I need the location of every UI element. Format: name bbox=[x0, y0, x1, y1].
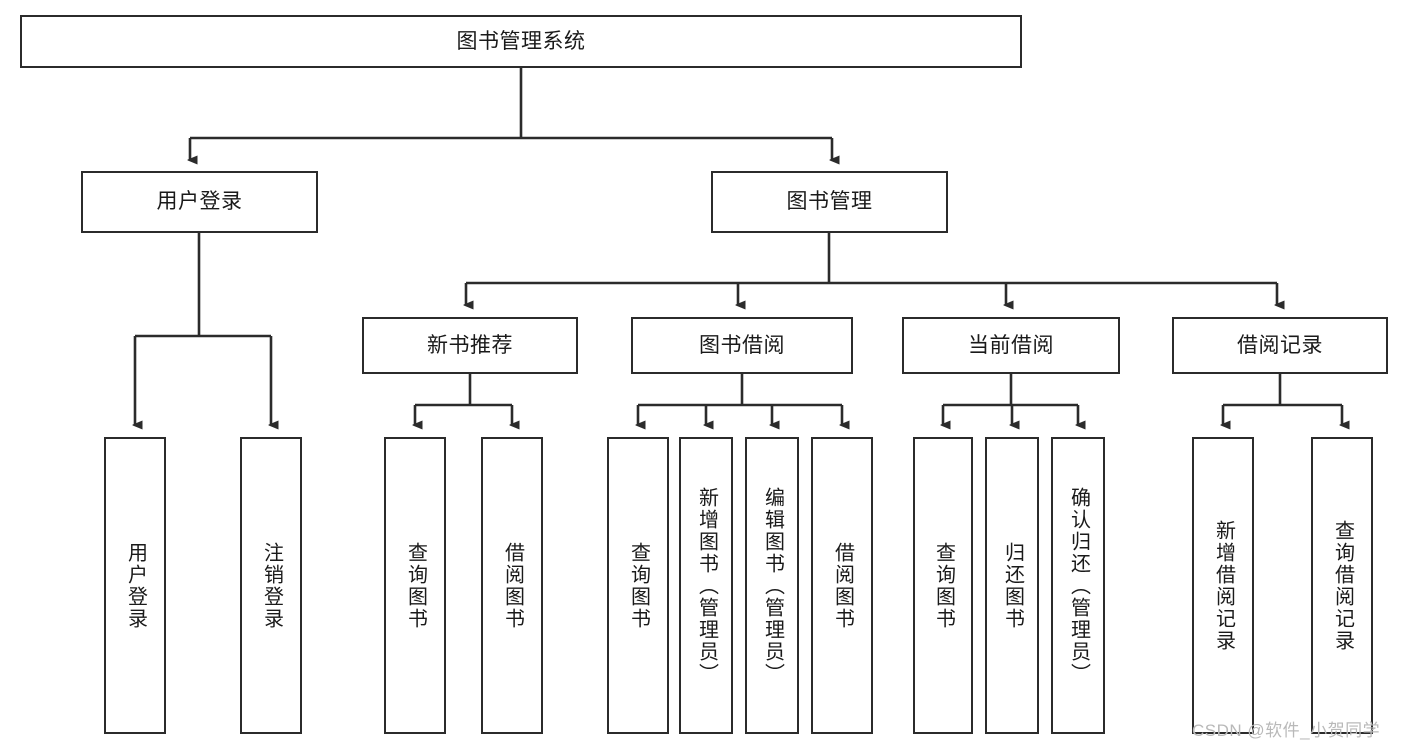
node-label: 借阅记录 bbox=[1237, 333, 1323, 357]
node-user-logout[interactable]: 注销登录 bbox=[240, 437, 302, 734]
node-label: 归还图书 bbox=[1001, 541, 1024, 630]
node-user-login[interactable]: 用户登录 bbox=[81, 171, 318, 233]
node-label: 借阅图书 bbox=[831, 541, 854, 630]
node-current-borrow[interactable]: 当前借阅 bbox=[902, 317, 1120, 374]
node-label: 用户登录 bbox=[124, 541, 147, 630]
node-label: 新增借阅记录 bbox=[1212, 519, 1235, 652]
node-label: 借阅图书 bbox=[501, 541, 524, 630]
node-label: 新增图书（管理员） bbox=[695, 486, 718, 685]
node-label: 查询图书 bbox=[404, 541, 427, 630]
node-query-book-recommend[interactable]: 查询图书 bbox=[384, 437, 446, 734]
node-borrow-book-recommend[interactable]: 借阅图书 bbox=[481, 437, 543, 734]
node-query-book-borrow[interactable]: 查询图书 bbox=[607, 437, 669, 734]
node-borrow-book[interactable]: 借阅图书 bbox=[811, 437, 873, 734]
node-label: 用户登录 bbox=[156, 190, 243, 214]
node-root-system[interactable]: 图书管理系统 bbox=[20, 15, 1022, 68]
node-user-login-do[interactable]: 用户登录 bbox=[104, 437, 166, 734]
node-label: 当前借阅 bbox=[968, 333, 1054, 357]
node-book-manage[interactable]: 图书管理 bbox=[711, 171, 948, 233]
node-label: 编辑图书（管理员） bbox=[761, 486, 784, 685]
node-new-book-recommend[interactable]: 新书推荐 bbox=[362, 317, 578, 374]
node-book-borrow[interactable]: 图书借阅 bbox=[631, 317, 853, 374]
node-query-borrow-record[interactable]: 查询借阅记录 bbox=[1311, 437, 1373, 734]
node-edit-book-admin[interactable]: 编辑图书（管理员） bbox=[745, 437, 799, 734]
node-label: 新书推荐 bbox=[427, 333, 513, 357]
watermark: CSDN @软件_小贺同学 bbox=[1192, 721, 1381, 740]
node-label: 查询借阅记录 bbox=[1331, 519, 1354, 652]
node-label: 图书管理系统 bbox=[456, 29, 586, 53]
node-query-book-current[interactable]: 查询图书 bbox=[913, 437, 973, 734]
node-label: 图书管理 bbox=[786, 190, 873, 214]
node-label: 查询图书 bbox=[932, 541, 955, 630]
node-label: 查询图书 bbox=[627, 541, 650, 630]
node-borrow-record[interactable]: 借阅记录 bbox=[1172, 317, 1388, 374]
node-label: 注销登录 bbox=[260, 541, 283, 630]
node-label: 确认归还（管理员） bbox=[1067, 486, 1090, 685]
node-add-borrow-record[interactable]: 新增借阅记录 bbox=[1192, 437, 1254, 734]
node-confirm-return-admin[interactable]: 确认归还（管理员） bbox=[1051, 437, 1105, 734]
node-label: 图书借阅 bbox=[699, 333, 785, 357]
node-return-book[interactable]: 归还图书 bbox=[985, 437, 1039, 734]
node-add-book-admin[interactable]: 新增图书（管理员） bbox=[679, 437, 733, 734]
